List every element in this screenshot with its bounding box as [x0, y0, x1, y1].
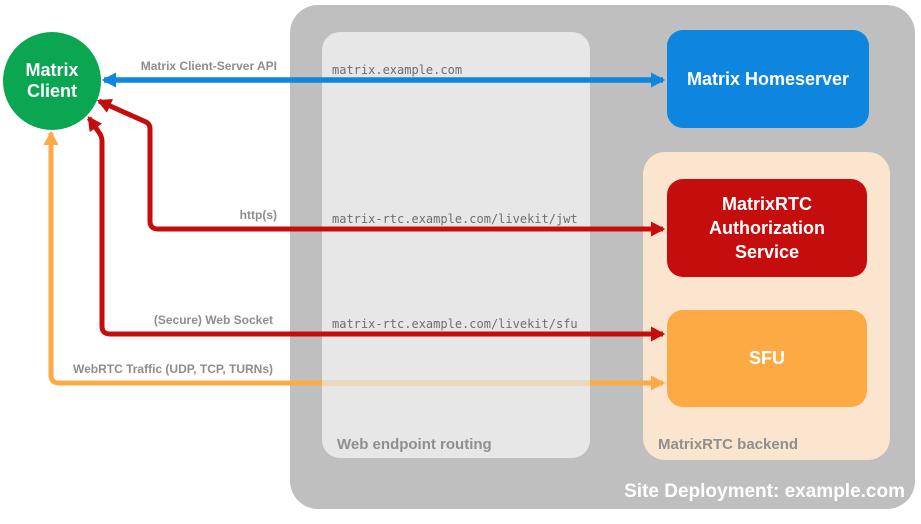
- sfu-label: SFU: [749, 348, 785, 368]
- sfu-node: SFU: [667, 310, 867, 407]
- endpoint-livekit-sfu: matrix-rtc.example.com/livekit/sfu: [332, 317, 578, 331]
- site-deployment-title: Site Deployment: example.com: [624, 481, 905, 502]
- web-endpoint-routing-panel: [322, 32, 590, 458]
- matrix-homeserver-label: Matrix Homeserver: [686, 68, 850, 89]
- web-endpoint-routing-caption: Web endpoint routing: [337, 436, 492, 453]
- arrow-label-client-server-api: Matrix Client-Server API: [140, 59, 277, 73]
- matrix-client-label: Matrix Client: [25, 60, 79, 101]
- matrixrtc-authorization-service-node: MatrixRTC Authorization Service: [667, 179, 867, 277]
- arrow-label-https: http(s): [239, 208, 277, 222]
- matrix-homeserver-node: Matrix Homeserver: [667, 30, 869, 128]
- matrix-client-node: Matrix Client: [3, 32, 101, 130]
- matrixrtc-backend-caption: MatrixRTC backend: [658, 436, 799, 453]
- endpoint-matrix-example-com: matrix.example.com: [332, 63, 463, 77]
- arrow-label-secure-web-socket: (Secure) Web Socket: [153, 313, 273, 327]
- endpoint-livekit-jwt: matrix-rtc.example.com/livekit/jwt: [332, 212, 578, 226]
- matrixrtc-authorization-service-label: MatrixRTC Authorization Service: [709, 194, 825, 262]
- arrow-label-webrtc-traffic: WebRTC Traffic (UDP, TCP, TURNs): [72, 362, 273, 376]
